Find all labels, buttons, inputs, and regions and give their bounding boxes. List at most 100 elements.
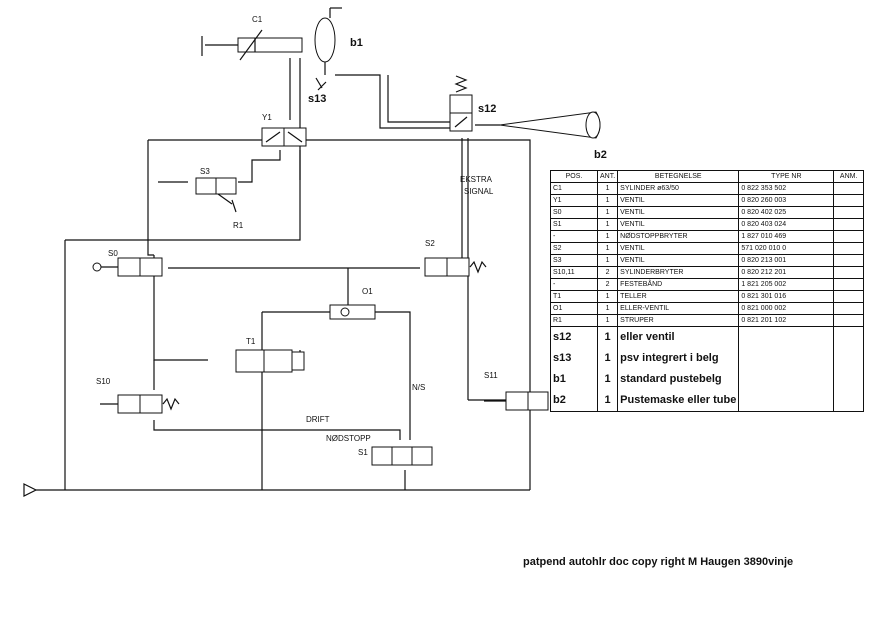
table-cell	[738, 390, 835, 412]
table-cell: -	[550, 278, 598, 291]
table-cell: 1	[596, 182, 619, 195]
table-cell: s13	[550, 348, 598, 369]
table-cell	[833, 369, 864, 390]
table-cell: 1	[596, 242, 619, 255]
table-cell: 1	[596, 348, 619, 369]
header-betegnelse: BETEGNELSE	[617, 170, 740, 183]
label-nodstopp: NØDSTOPP	[326, 434, 371, 443]
valve-s0: S0	[92, 249, 163, 277]
table-cell: 0 820 212 201	[738, 266, 835, 279]
valve-y1: Y1	[261, 113, 307, 147]
valve-s3: S3 R1	[195, 167, 244, 230]
label-b2: b2	[594, 149, 607, 161]
table-cell	[833, 290, 864, 303]
label-s12: s12	[478, 103, 496, 115]
table-cell: 1	[596, 254, 619, 267]
table-cell	[833, 278, 864, 291]
table-cell: 1 827 010 469	[738, 230, 835, 243]
table-cell: SYLINDERBRYTER	[617, 266, 740, 279]
table-cell	[738, 369, 835, 390]
label-y1: Y1	[262, 113, 272, 122]
valve-s2: S2	[424, 239, 487, 277]
table-cell	[833, 390, 864, 412]
valve-s1: S1	[358, 446, 433, 466]
label-drift: DRIFT	[306, 415, 330, 424]
table-cell	[833, 194, 864, 207]
copyright-notice: patpend autohlr doc copy right M Haugen …	[523, 556, 794, 568]
header-anm: ANM.	[833, 170, 864, 183]
table-cell: 1	[596, 218, 619, 231]
supply-source-icon	[23, 483, 38, 497]
table-cell: 1	[596, 390, 619, 412]
table-cell: SYLINDER ø63/50	[617, 182, 740, 195]
table-cell	[738, 348, 835, 369]
table-cell: 0 820 403 024	[738, 218, 835, 231]
valve-s12: s12	[449, 75, 496, 132]
table-cell: 1	[596, 326, 619, 348]
label-r1: R1	[233, 221, 244, 230]
table-cell: S3	[550, 254, 598, 267]
table-cell	[833, 242, 864, 255]
label-t1: T1	[246, 337, 256, 346]
table-cell: ELLER-VENTIL	[617, 302, 740, 315]
table-cell: VENTIL	[617, 242, 740, 255]
table-cell: eller ventil	[617, 326, 740, 348]
table-cell	[833, 302, 864, 315]
table-cell: O1	[550, 302, 598, 315]
table-cell: 0 821 201 102	[738, 314, 835, 327]
table-cell: STRUPER	[617, 314, 740, 327]
table-cell: psv integrert i belg	[617, 348, 740, 369]
label-s13: s13	[308, 93, 326, 105]
table-cell	[833, 182, 864, 195]
valve-s10: S10	[96, 377, 180, 414]
table-cell: Pustemaske eller tube	[617, 390, 740, 412]
table-cell: Y1	[550, 194, 598, 207]
label-s2: S2	[425, 239, 435, 248]
table-cell	[833, 266, 864, 279]
label-ns: N/S	[412, 383, 425, 392]
table-cell: TELLER	[617, 290, 740, 303]
table-cell	[833, 230, 864, 243]
table-cell: 1	[596, 369, 619, 390]
label-ekstra: EKSTRA	[460, 175, 493, 184]
table-cell: S0	[550, 206, 598, 219]
header-ant: ANT.	[596, 170, 619, 183]
table-cell	[833, 326, 864, 348]
table-cell	[833, 348, 864, 369]
table-cell: 0 821 000 002	[738, 302, 835, 315]
valve-s11: S11	[484, 371, 549, 411]
table-cell: 0 820 260 003	[738, 194, 835, 207]
table-cell: C1	[550, 182, 598, 195]
table-cell: S1	[550, 218, 598, 231]
table-cell: S10,11	[550, 266, 598, 279]
table-cell: -	[550, 230, 598, 243]
label-s3: S3	[200, 167, 210, 176]
header-type-nr: TYPE NR	[738, 170, 835, 183]
cylinder-c1: C1	[201, 15, 303, 61]
header-pos: POS.	[550, 170, 598, 183]
table-cell: 2	[596, 278, 619, 291]
table-cell: VENTIL	[617, 218, 740, 231]
valve-o1: O1	[329, 287, 376, 320]
table-cell: S2	[550, 242, 598, 255]
table-cell: 0 821 301 016	[738, 290, 835, 303]
table-cell: VENTIL	[617, 194, 740, 207]
table-cell: VENTIL	[617, 254, 740, 267]
table-cell: T1	[550, 290, 598, 303]
label-s0: S0	[108, 249, 118, 258]
table-cell: FESTEBÅND	[617, 278, 740, 291]
